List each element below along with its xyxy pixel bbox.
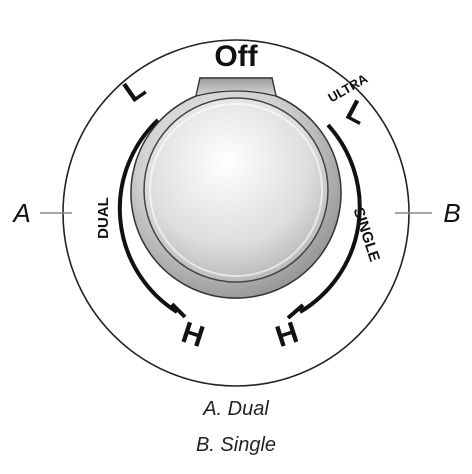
callout-b-marker: B bbox=[443, 198, 460, 228]
legend-caption-b: B. Single bbox=[0, 434, 472, 457]
callout-a-marker: A bbox=[11, 198, 30, 228]
left-high-label: H bbox=[178, 316, 209, 354]
right-high-label: H bbox=[272, 316, 303, 354]
legend-caption-a: A. Dual bbox=[0, 398, 472, 421]
knob-face bbox=[144, 98, 328, 282]
left-low-label: L bbox=[118, 71, 152, 109]
dual-label: DUAL bbox=[95, 197, 112, 239]
off-label: Off bbox=[214, 40, 258, 73]
right-low-label: L bbox=[341, 94, 373, 132]
